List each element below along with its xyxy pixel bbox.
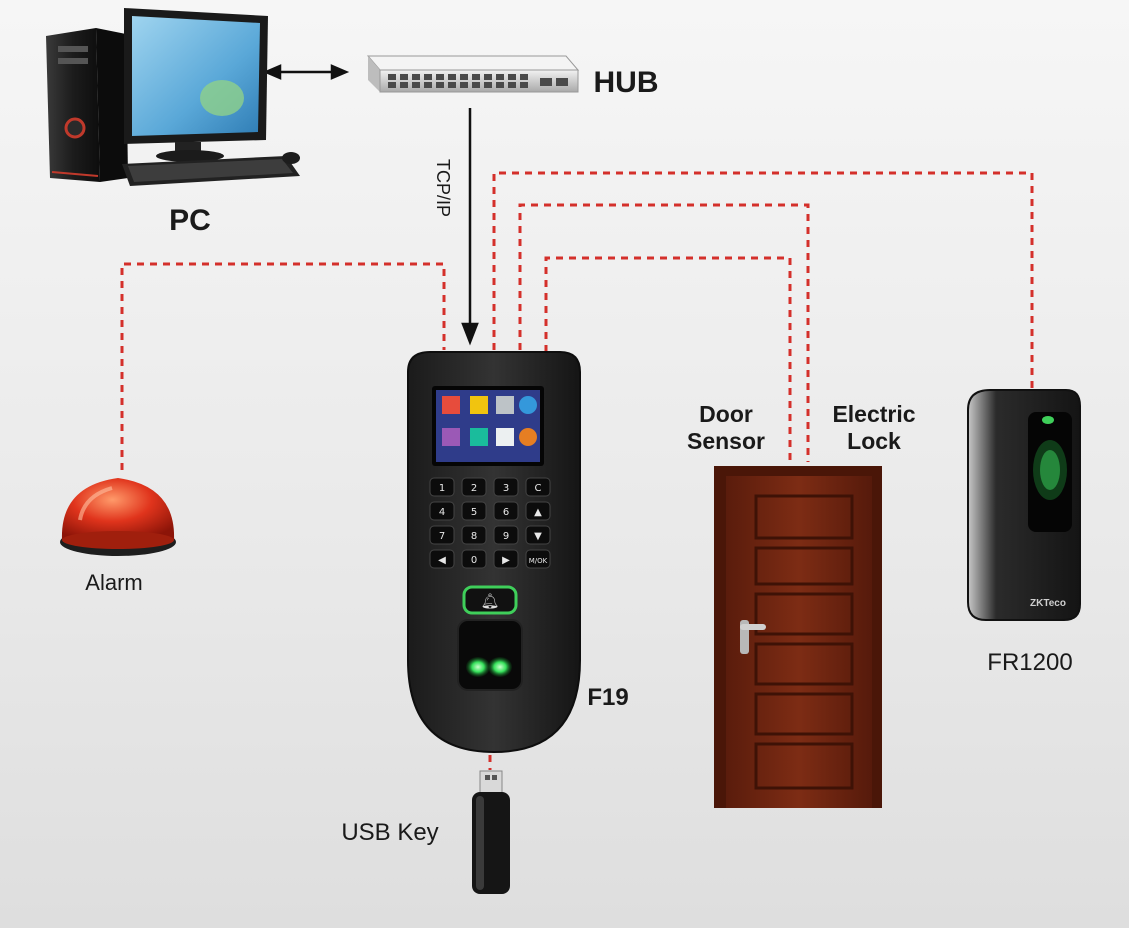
fingerprint-sensor bbox=[457, 619, 523, 691]
keypad-key bbox=[493, 525, 519, 545]
pc-label: PC bbox=[169, 204, 211, 237]
keypad-key bbox=[493, 501, 519, 521]
hub-icon bbox=[366, 55, 580, 93]
keypad-key bbox=[493, 549, 519, 569]
keypad-key bbox=[429, 501, 455, 521]
keypad-key-label: ▶ bbox=[502, 555, 510, 566]
keypad-key-label: 6 bbox=[503, 507, 509, 518]
keypad-key bbox=[493, 477, 519, 497]
keypad-key bbox=[525, 477, 551, 497]
hub-f19-arrowhead bbox=[461, 322, 479, 346]
keypad-key-label: 0 bbox=[471, 555, 477, 566]
keypad-key-label: C bbox=[535, 483, 542, 494]
electric-lock-label-line1: Electric bbox=[832, 401, 915, 427]
keypad-key bbox=[429, 525, 455, 545]
keypad-key bbox=[525, 501, 551, 521]
keypad-key-label: ▲ bbox=[534, 507, 542, 518]
door-sensor-label-line2: Sensor bbox=[687, 428, 765, 454]
alarm-label: Alarm bbox=[85, 570, 142, 595]
door-icon bbox=[714, 466, 882, 808]
fr1200-label: FR1200 bbox=[987, 649, 1072, 676]
keypad-key-label: ▼ bbox=[534, 531, 542, 542]
keypad-key-label: ◀ bbox=[438, 555, 446, 566]
pc-hub-arrowhead-right bbox=[330, 64, 350, 80]
keypad-key bbox=[461, 501, 487, 521]
keypad-key-label: 9 bbox=[503, 531, 509, 542]
pc-hub-arrowhead-left bbox=[262, 64, 282, 80]
keypad-key-label: 8 bbox=[471, 531, 477, 542]
f19-terminal: 1 2 3 C 4 5 6 ▲ 7 8 9 ▼ ◀ 0 ▶ M/OK 🔔︎ bbox=[407, 351, 581, 754]
wires bbox=[120, 171, 1034, 770]
keypad-key-label: 5 bbox=[471, 507, 477, 518]
fr1200-reader: ZKTeco bbox=[967, 389, 1081, 621]
wire-electric-lock bbox=[518, 203, 810, 462]
keypad-key-label: M/OK bbox=[529, 557, 548, 565]
keypad-key-label: 3 bbox=[503, 483, 509, 494]
arrows bbox=[262, 64, 479, 346]
door-sensor-label-line1: Door bbox=[699, 401, 753, 427]
f19-keypad: 1 2 3 C 4 5 6 ▲ 7 8 9 ▼ ◀ 0 ▶ M/OK bbox=[429, 477, 551, 569]
usb-key-icon bbox=[472, 770, 510, 894]
hub-label: HUB bbox=[594, 66, 659, 99]
keypad-key bbox=[461, 525, 487, 545]
keypad-key bbox=[461, 549, 487, 569]
keypad-key-label: 1 bbox=[439, 483, 445, 494]
f19-label: F19 bbox=[587, 684, 628, 711]
keypad-key bbox=[525, 525, 551, 545]
keypad-key bbox=[429, 549, 455, 569]
bell-icon: 🔔︎ bbox=[480, 592, 499, 610]
electric-lock-label-line2: Lock bbox=[847, 428, 901, 454]
wire-alarm bbox=[120, 262, 446, 470]
keypad-key bbox=[525, 549, 551, 569]
alarm-icon bbox=[60, 478, 176, 556]
keypad-key-label: 7 bbox=[439, 531, 445, 542]
usb-key-label: USB Key bbox=[341, 819, 438, 846]
tcp-ip-label: TCP/IP bbox=[433, 159, 453, 217]
keypad-key bbox=[429, 477, 455, 497]
doorbell-button bbox=[462, 585, 518, 615]
keypad-key-label: 2 bbox=[471, 483, 477, 494]
keypad-key bbox=[461, 477, 487, 497]
fr1200-brand: ZKTeco bbox=[1030, 598, 1066, 609]
pc-icon bbox=[46, 8, 300, 186]
keypad-key-label: 4 bbox=[439, 507, 445, 518]
wire-fr1200 bbox=[492, 171, 1034, 390]
f19-menu-icons bbox=[442, 396, 537, 446]
